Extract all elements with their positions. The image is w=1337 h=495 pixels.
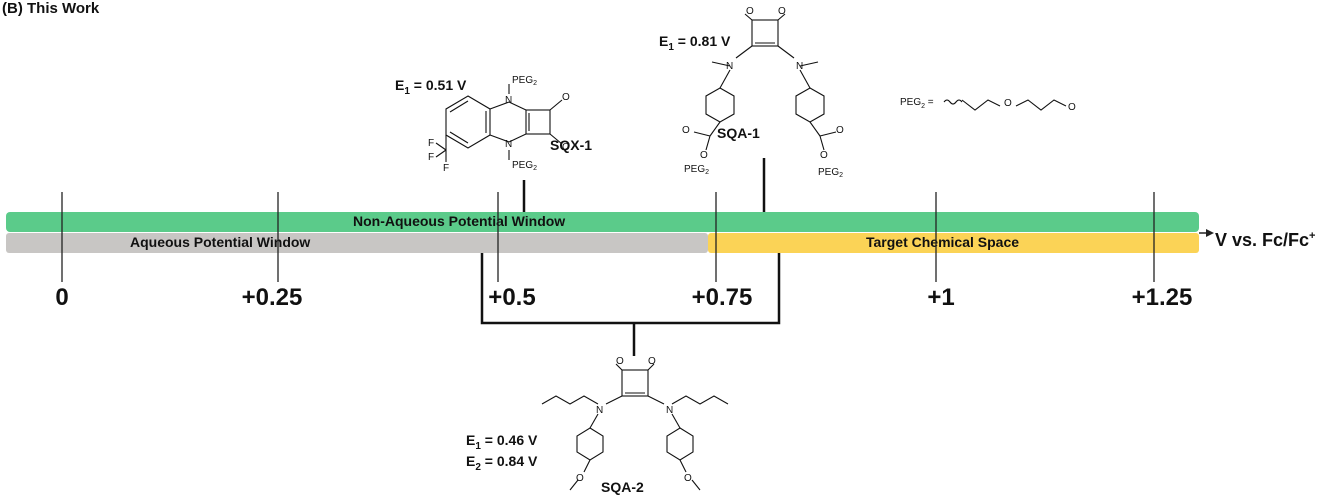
axis-label: V vs. Fc/Fc+ [1215, 230, 1315, 251]
svg-text:O: O [700, 150, 708, 161]
svg-text:O: O [562, 92, 570, 103]
sqa2-structure [541, 363, 729, 491]
svg-text:F: F [428, 152, 434, 163]
peg2-chain [943, 99, 1067, 111]
sqa1-e1-label: E1 = 0.81 V [659, 33, 731, 53]
svg-text:O: O [684, 473, 692, 484]
peg-definition-label: PEG2 = [900, 97, 934, 110]
target-chemical-space-label: Target Chemical Space [866, 234, 1020, 250]
svg-text:F: F [443, 163, 449, 174]
sqa2-bracket-line [480, 253, 781, 325]
non-aqueous-window-bar [6, 212, 1199, 232]
sqa2-e2-label: E2 = 0.84 V [466, 453, 538, 473]
axis-label-sup: + [1309, 230, 1316, 242]
tick-label-0: 0 [55, 284, 69, 311]
axis-ticks [61, 192, 1155, 282]
svg-text:O: O [778, 6, 786, 17]
sqx1-structure [435, 84, 563, 162]
aqueous-window-bar [6, 233, 708, 253]
svg-text:O: O [1068, 102, 1076, 113]
figure-title: (B) This Work [2, 0, 100, 17]
svg-text:O: O [648, 356, 656, 367]
svg-text:O: O [1004, 98, 1012, 109]
axis-label-text: V vs. Fc/Fc [1215, 230, 1310, 250]
svg-text:N: N [666, 405, 673, 416]
sqa2-name: SQA-2 [601, 479, 644, 495]
svg-text:PEG2: PEG2 [512, 160, 537, 172]
svg-text:O: O [616, 356, 624, 367]
svg-text:O: O [820, 150, 828, 161]
tick-label-1-25: +1.25 [1131, 284, 1193, 311]
sqa2-e1-label: E1 = 0.46 V [466, 432, 538, 452]
svg-text:PEG2: PEG2 [512, 75, 537, 87]
svg-text:PEG2: PEG2 [818, 167, 843, 179]
non-aqueous-window-label: Non-Aqueous Potential Window [353, 213, 566, 229]
sqx1-name: SQX-1 [550, 137, 593, 153]
sqx1-e1-label: E1 = 0.51 V [395, 77, 467, 97]
svg-text:N: N [726, 61, 733, 72]
tick-label-0-5: +0.5 [488, 284, 536, 311]
svg-text:N: N [505, 95, 512, 106]
tick-label-1: +1 [927, 284, 955, 311]
svg-text:F: F [428, 138, 434, 149]
svg-text:O: O [576, 473, 584, 484]
target-chemical-space-bar [708, 233, 1199, 253]
aqueous-window-label: Aqueous Potential Window [130, 234, 311, 250]
tick-label-0-75: +0.75 [691, 284, 753, 311]
svg-text:N: N [596, 405, 603, 416]
svg-text:N: N [796, 61, 803, 72]
sqa1-structure [693, 13, 837, 151]
svg-text:N: N [505, 139, 512, 150]
svg-text:PEG2: PEG2 [684, 164, 709, 176]
svg-text:O: O [836, 125, 844, 136]
svg-text:O: O [746, 6, 754, 17]
axis-arrow [1199, 229, 1214, 237]
svg-text:O: O [682, 125, 690, 136]
sqa1-name: SQA-1 [717, 125, 760, 141]
svg-text:O: O [562, 142, 570, 153]
tick-label-0-25: +0.25 [241, 284, 303, 311]
